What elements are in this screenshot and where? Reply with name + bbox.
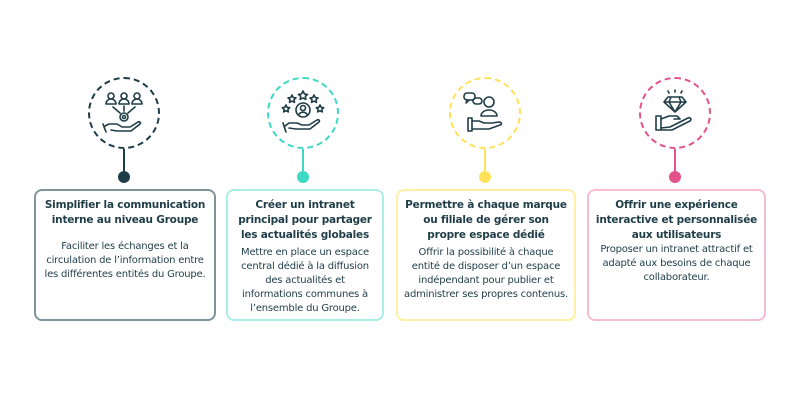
connector-dot bbox=[118, 171, 130, 183]
icon-circle bbox=[88, 77, 160, 149]
connector-line bbox=[123, 149, 125, 171]
step-card: Offrir une expérience interactive et per… bbox=[587, 189, 766, 321]
step-card: Créer un intranet principal pour partage… bbox=[226, 189, 384, 321]
icon-circle bbox=[267, 77, 339, 149]
step-title: Offrir une expérience interactive et per… bbox=[595, 199, 758, 241]
people-gear-hand-icon bbox=[102, 92, 143, 133]
icon-circle bbox=[449, 77, 521, 149]
diamond-hand-icon bbox=[655, 89, 692, 131]
icon-circle bbox=[639, 77, 711, 149]
connector-line bbox=[484, 149, 486, 171]
connector-line bbox=[302, 149, 304, 171]
step-card: Permettre à chaque marque ou filiale de … bbox=[396, 189, 576, 321]
connector-dot bbox=[479, 171, 491, 183]
connector-line bbox=[674, 149, 676, 171]
connector-dot bbox=[297, 171, 309, 183]
user-chat-hand-icon bbox=[463, 92, 503, 132]
step-title: Permettre à chaque marque ou filiale de … bbox=[405, 199, 567, 241]
step-text: Faciliter les échanges et la circulation… bbox=[44, 241, 206, 280]
step-title: Créer un intranet principal pour partage… bbox=[238, 199, 372, 241]
step-title: Simplifier la communication interne au n… bbox=[44, 199, 206, 226]
connector-dot bbox=[669, 171, 681, 183]
step-text: Mettre en place un espace central dédié … bbox=[241, 247, 369, 314]
step-text: Offrir la possibilité à chaque entité de… bbox=[404, 247, 568, 300]
step-text: Proposer un intranet attractif et adapté… bbox=[600, 244, 753, 283]
step-card: Simplifier la communication interne au n… bbox=[34, 189, 216, 321]
user-stars-hand-icon bbox=[281, 90, 325, 133]
